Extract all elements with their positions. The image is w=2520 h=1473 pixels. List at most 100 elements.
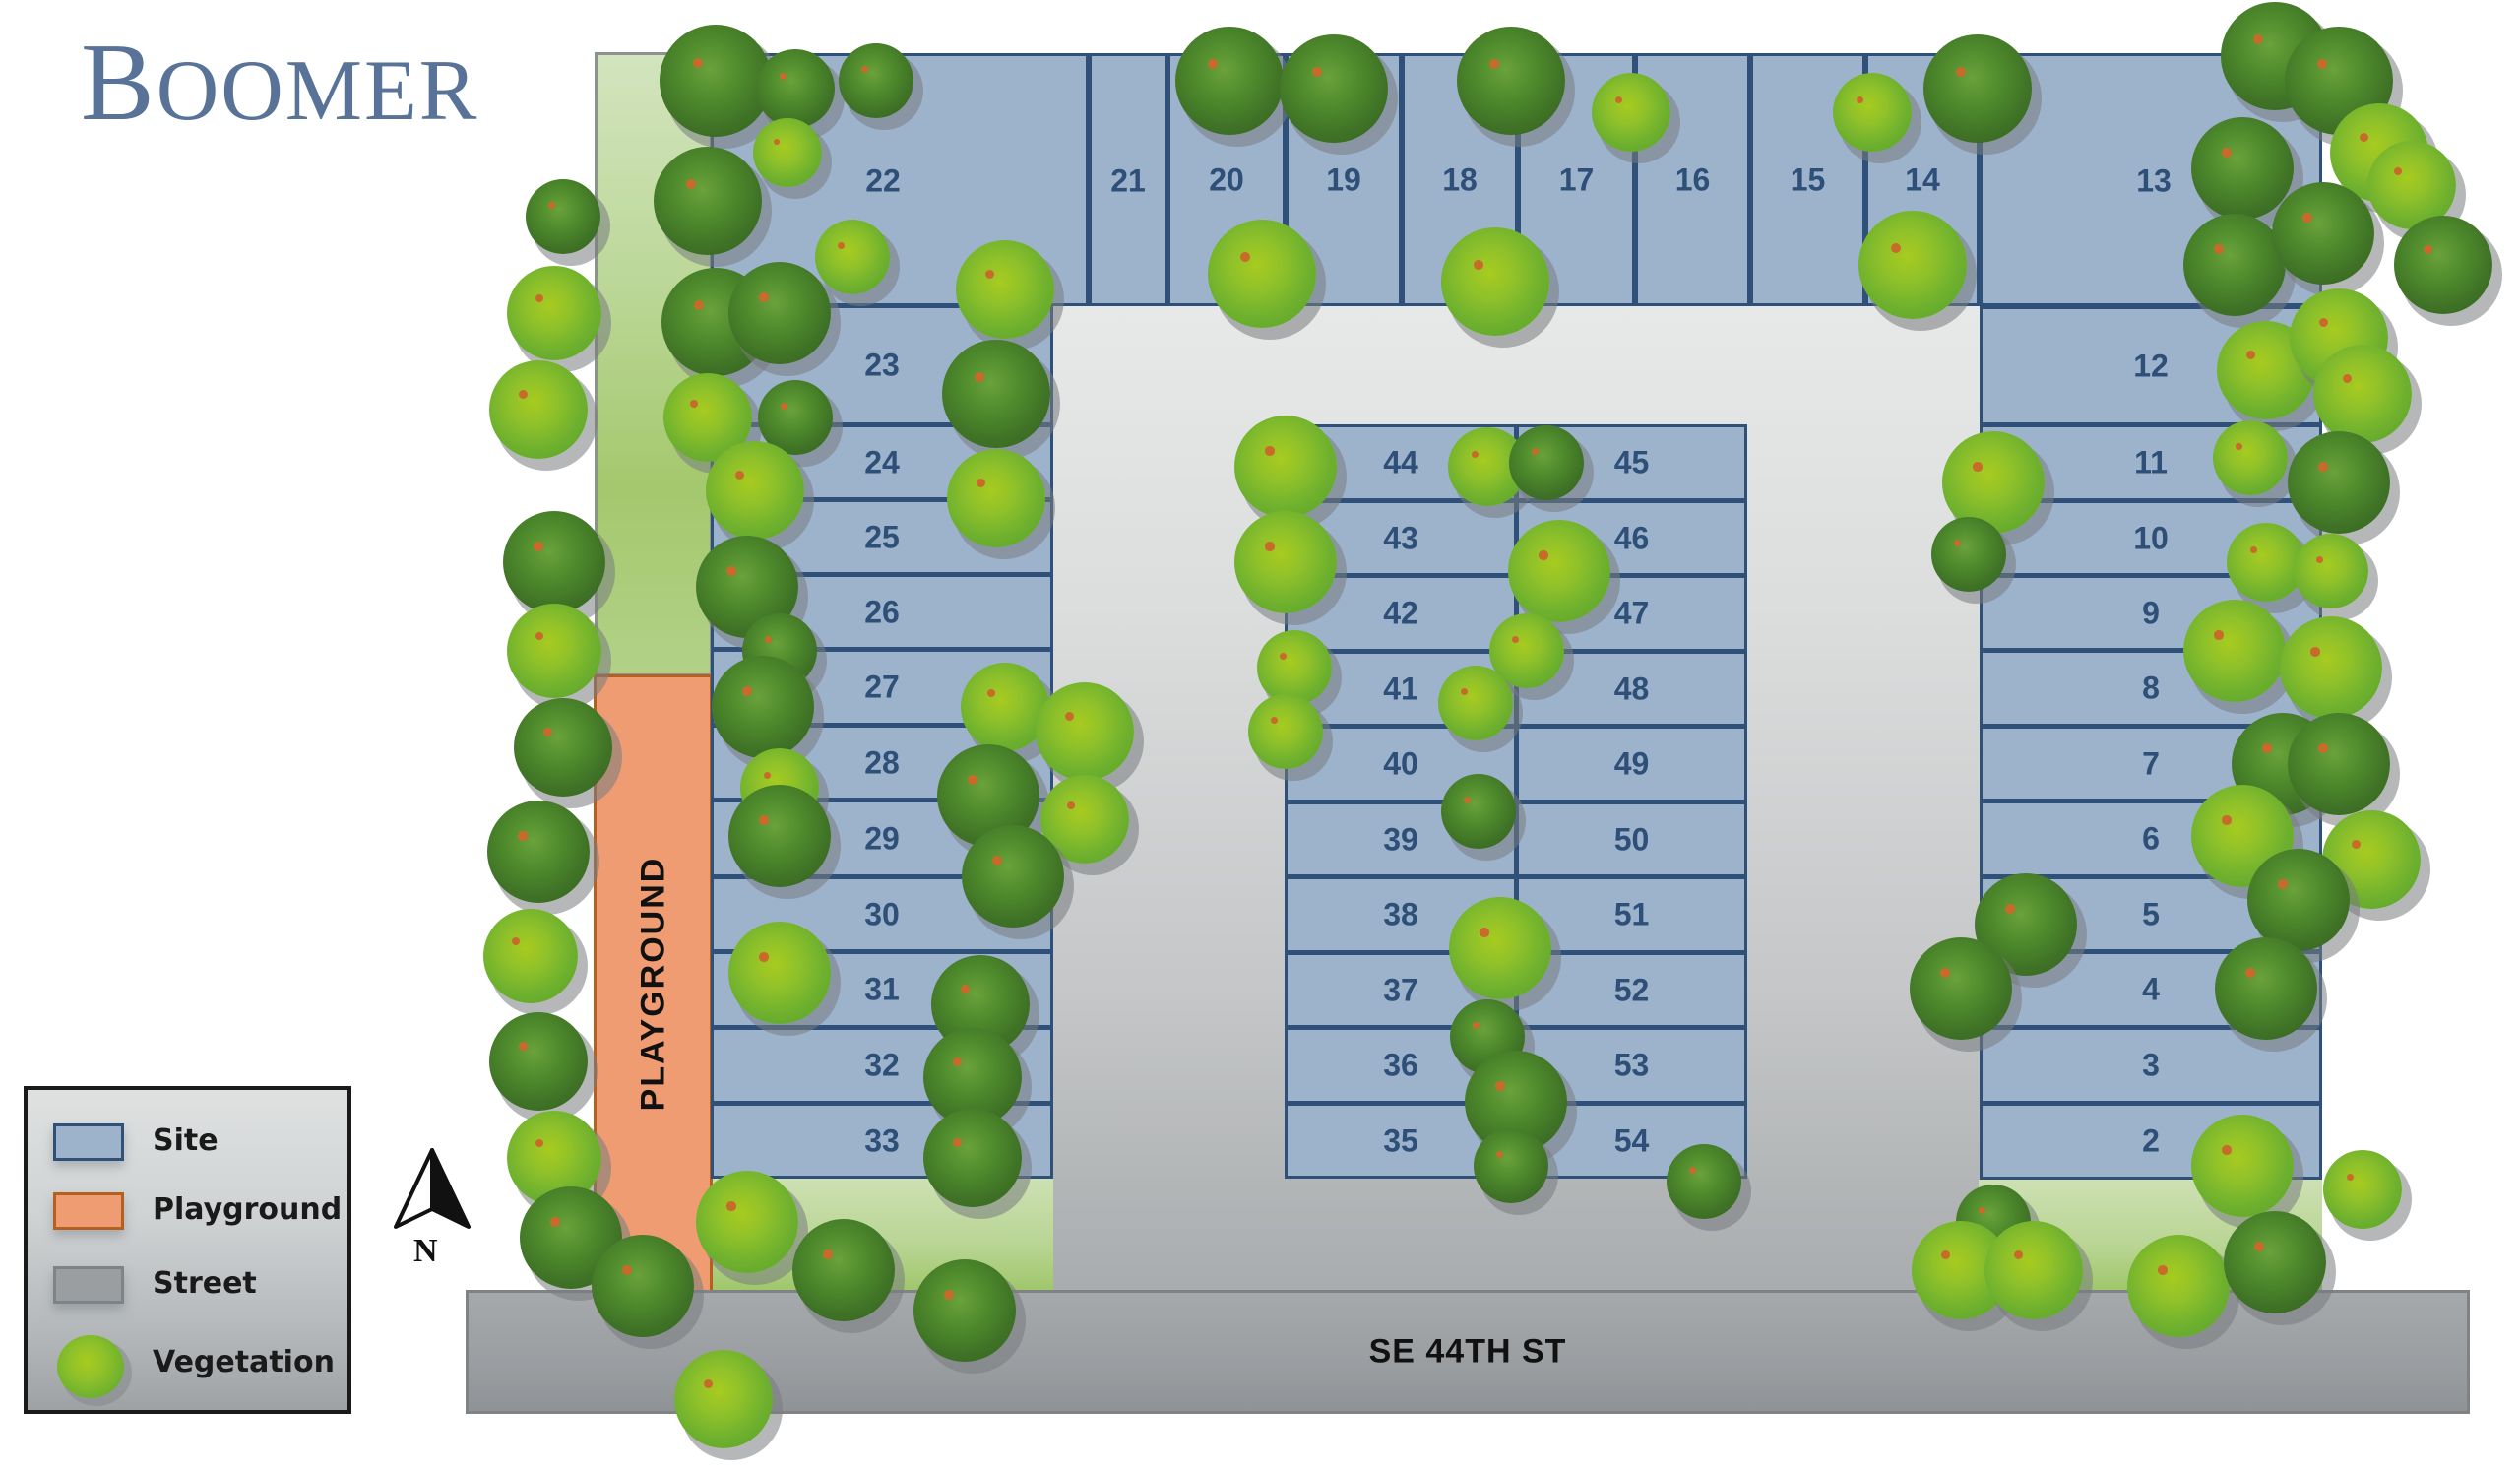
lot-number: 48 xyxy=(1613,671,1650,706)
tree-icon xyxy=(2247,849,2350,951)
compass-label: N xyxy=(413,1233,438,1269)
lot-3[interactable] xyxy=(1980,1027,2322,1104)
legend-label: Vegetation xyxy=(153,1345,335,1379)
tree-icon xyxy=(2394,216,2492,314)
tree-icon xyxy=(756,49,835,128)
tree-icon xyxy=(2288,713,2390,815)
legend-label: Street xyxy=(153,1266,257,1301)
tree-icon xyxy=(839,43,914,118)
lot-number: 40 xyxy=(1383,745,1418,782)
lot-number: 14 xyxy=(1905,161,1940,197)
lot-number: 21 xyxy=(1110,162,1146,199)
tree-icon xyxy=(961,663,1049,751)
tree-icon xyxy=(507,266,601,360)
tree-icon xyxy=(1441,774,1516,849)
tree-icon xyxy=(1833,73,1912,152)
lot-number: 4 xyxy=(2142,971,2160,1007)
lot-number: 19 xyxy=(1326,161,1361,197)
legend: Site Playground Street Vegetation xyxy=(24,1086,351,1414)
street-se-44th: SE 44TH ST xyxy=(466,1290,2470,1414)
lot-51[interactable] xyxy=(1516,876,1747,953)
tree-icon xyxy=(696,1171,798,1273)
legend-item-street: Street xyxy=(28,1258,347,1317)
tree-icon xyxy=(654,147,762,255)
tree-icon xyxy=(1208,220,1316,328)
tree-icon xyxy=(520,1186,622,1289)
tree-icon xyxy=(1474,1128,1548,1203)
tree-icon xyxy=(2294,534,2368,608)
tree-icon xyxy=(489,360,588,459)
tree-icon xyxy=(1592,73,1670,152)
legend-label: Site xyxy=(153,1123,219,1158)
lot-number: 38 xyxy=(1383,896,1418,932)
lot-49[interactable] xyxy=(1516,726,1747,802)
lot-number: 35 xyxy=(1383,1122,1418,1158)
tree-icon xyxy=(1942,431,2045,534)
lot-number: 27 xyxy=(864,669,900,705)
tree-icon xyxy=(1457,27,1565,135)
map-title: BOOMER xyxy=(81,22,479,144)
tree-icon xyxy=(923,1109,1022,1207)
tree-icon xyxy=(1248,694,1323,769)
tree-icon xyxy=(942,340,1050,448)
tree-icon xyxy=(507,604,601,698)
lot-number: 37 xyxy=(1383,972,1418,1007)
tree-icon xyxy=(514,698,612,797)
lot-number: 52 xyxy=(1613,972,1650,1007)
tree-icon xyxy=(2227,523,2305,602)
tree-icon xyxy=(1509,425,1584,500)
site-swatch-icon xyxy=(53,1123,124,1161)
legend-item-site: Site xyxy=(28,1112,347,1171)
lot-number: 45 xyxy=(1613,444,1650,480)
lot-number: 8 xyxy=(2142,670,2160,706)
tree-icon xyxy=(712,656,814,758)
tree-icon xyxy=(1508,520,1610,622)
tree-icon xyxy=(1923,34,2032,143)
lot-number: 5 xyxy=(2142,896,2160,931)
tree-icon xyxy=(2272,182,2374,285)
lot-number: 36 xyxy=(1383,1047,1418,1083)
north-arrow-icon xyxy=(394,1148,471,1229)
lot-number: 30 xyxy=(864,896,900,931)
lot-number: 53 xyxy=(1613,1047,1650,1083)
lot-50[interactable] xyxy=(1516,801,1747,877)
lot-number: 44 xyxy=(1383,444,1418,480)
lot-number: 33 xyxy=(864,1122,900,1158)
tree-icon xyxy=(1257,630,1332,705)
lot-number: 51 xyxy=(1613,896,1650,932)
lot-number: 15 xyxy=(1790,161,1826,197)
lot-number: 12 xyxy=(2133,348,2169,383)
lot-number: 3 xyxy=(2142,1047,2160,1083)
lot-number: 26 xyxy=(864,594,900,629)
tree-icon xyxy=(2323,1150,2402,1229)
tree-icon xyxy=(592,1235,694,1337)
tree-icon xyxy=(2183,214,2286,316)
lot-number: 32 xyxy=(864,1047,900,1083)
tree-icon xyxy=(1931,517,2006,592)
tree-icon xyxy=(728,262,831,364)
lot-number: 24 xyxy=(864,444,900,480)
lot-number: 16 xyxy=(1674,161,1711,197)
tree-icon xyxy=(728,785,831,887)
lot-number: 50 xyxy=(1613,821,1650,857)
tree-icon xyxy=(728,922,831,1024)
lot-number: 20 xyxy=(1209,161,1244,197)
lot-42[interactable] xyxy=(1285,575,1517,652)
tree-icon xyxy=(503,511,605,613)
tree-icon xyxy=(1449,897,1551,999)
legend-item-vegetation: Vegetation xyxy=(28,1331,347,1398)
street-swatch-icon xyxy=(53,1266,124,1304)
tree-icon xyxy=(2280,616,2382,719)
lot-number: 11 xyxy=(2134,444,2168,480)
tree-icon xyxy=(1441,227,1549,336)
lot-number: 43 xyxy=(1383,520,1418,555)
lot-number: 10 xyxy=(2133,520,2169,555)
lot-number: 13 xyxy=(2136,162,2172,199)
tree-icon xyxy=(706,441,804,540)
tree-icon xyxy=(526,179,600,254)
lot-21[interactable] xyxy=(1089,53,1168,306)
tree-icon xyxy=(956,240,1054,339)
playground-area[interactable]: PLAYGROUND xyxy=(594,674,713,1293)
tree-icon xyxy=(2183,600,2286,702)
lot-number: 47 xyxy=(1613,595,1650,631)
